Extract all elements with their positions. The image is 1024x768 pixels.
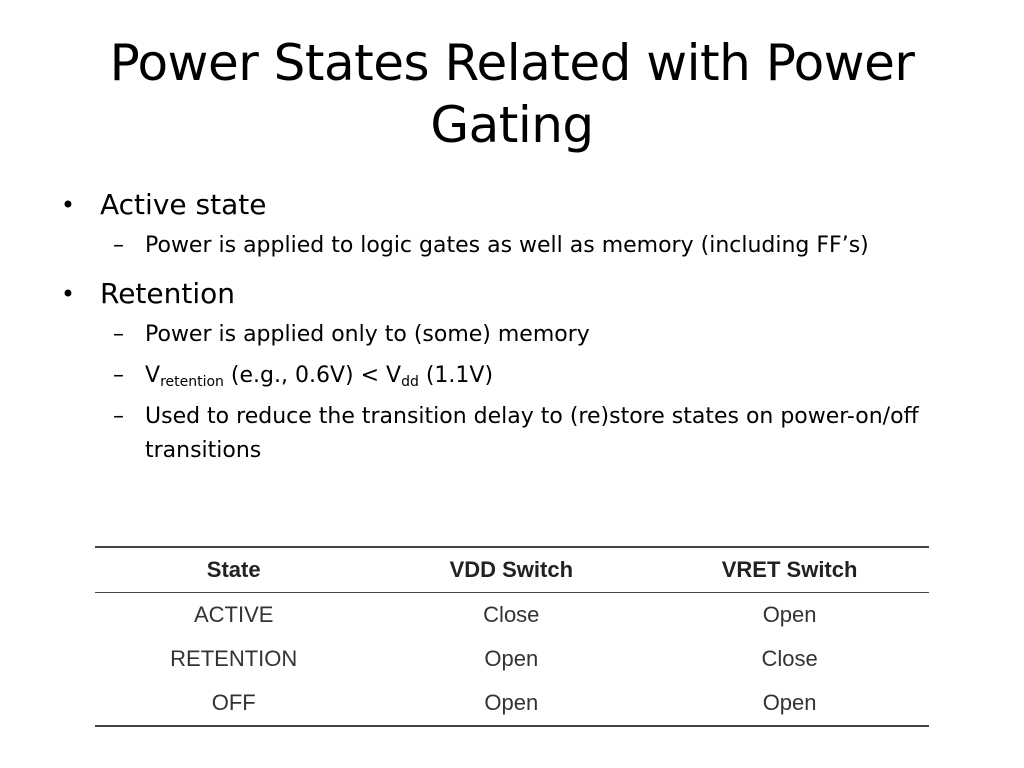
retention-subscript: retention — [160, 374, 224, 390]
table-cell: Close — [483, 602, 540, 627]
bullet-text: Retention — [100, 277, 236, 310]
bullet-list: • Active state – Power is applied to log… — [58, 185, 968, 475]
table-row: ACTIVE Close Open — [95, 593, 929, 638]
voltage-end-text: (1.1V) — [418, 363, 494, 388]
bullet-icon: • — [60, 191, 76, 219]
sub-bullet-text: Power is applied only to (some) memory — [145, 322, 590, 347]
sub-bullet-text: Used to reduce the transition delay to (… — [145, 404, 919, 463]
table-cell: Close — [761, 646, 818, 671]
table-cell: OFF — [95, 681, 373, 727]
sub-bullet-text: Power is applied to logic gates as well … — [145, 233, 869, 258]
dash-icon: – — [113, 363, 124, 388]
table-cell: Open — [484, 646, 539, 671]
sub-bullet-transition-delay: – Used to reduce the transition delay to… — [58, 400, 968, 468]
table-row: OFF Open Open — [95, 681, 929, 727]
bullet-icon: • — [60, 280, 76, 308]
table-cell: Open — [762, 602, 817, 627]
bullet-retention: • Retention — [58, 274, 968, 314]
table-row: RETENTION Open Close — [95, 637, 929, 681]
slide-title-line-1: Power States Related with Power — [109, 34, 915, 92]
sub-bullet-voltage-comparison: – Vretention (e.g., 0.6V) < Vdd (1.1V) — [58, 359, 968, 393]
slide-title: Power States Related with Power Gating — [40, 32, 984, 156]
header-state: State — [95, 546, 373, 593]
dash-icon: – — [113, 322, 124, 347]
table-cell: Open — [372, 681, 651, 727]
sub-bullet-power-applied-memory: – Power is applied only to (some) memory — [58, 318, 968, 352]
header-vret-switch: VRET Switch — [650, 546, 929, 593]
bullet-active-state: • Active state — [58, 185, 968, 225]
table-cell: ACTIVE — [193, 602, 274, 627]
sub-bullet-power-applied-logic: – Power is applied to logic gates as wel… — [58, 229, 968, 263]
dd-subscript: dd — [401, 374, 419, 390]
bullet-text: Active state — [100, 188, 267, 221]
slide-title-line-2: Gating — [430, 96, 594, 154]
voltage-symbol: V — [145, 363, 161, 388]
table-cell: RETENTION — [170, 646, 298, 671]
table-cell: Open — [650, 681, 929, 727]
dash-icon: – — [113, 233, 124, 258]
power-states-table: State VDD Switch VRET Switch ACTIVE Clos… — [95, 546, 929, 727]
table-header-row: State VDD Switch VRET Switch — [95, 546, 929, 593]
voltage-middle-text: (e.g., 0.6V) < V — [223, 363, 402, 388]
header-vdd-switch: VDD Switch — [372, 546, 651, 593]
dash-icon: – — [113, 404, 124, 429]
